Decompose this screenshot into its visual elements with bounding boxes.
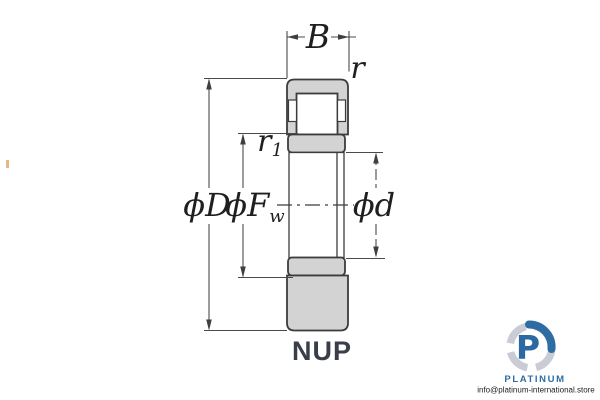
label-bore-diameter: ϕd (353, 186, 395, 224)
platinum-logo: P PLATINUM info@platinum-international.s… (477, 320, 595, 395)
dimension-B (286, 31, 356, 78)
logo-swirl-gray (506, 322, 556, 372)
dimension-phiFw (238, 132, 298, 279)
label-width-B: B (305, 17, 330, 56)
dimension-phid (346, 151, 385, 260)
arrow-phid-bottom (373, 246, 379, 258)
label-raceway-diameter: ϕFw (225, 186, 285, 227)
arrow-B-right (338, 34, 349, 40)
arrow-phiFw-bottom (240, 266, 246, 278)
outer-ring-bottom (286, 274, 349, 332)
dimension-phiD (204, 77, 287, 332)
arrow-phiFw-top (240, 133, 246, 145)
arrow-phiD-top (206, 78, 212, 90)
arrow-phid-top (373, 152, 379, 164)
label-outer-diameter: ϕD (183, 186, 230, 224)
inner-ring-bottom (287, 256, 346, 277)
arrow-B-left (287, 34, 298, 40)
brand-name: PLATINUM (504, 374, 565, 385)
type-code-label: NUP (292, 336, 352, 366)
label-outer-radius-r: r (350, 51, 366, 86)
logo-swirl-blue (525, 320, 556, 353)
inner-ring-top (287, 133, 346, 154)
roller-top (295, 92, 339, 136)
label-inner-radius-r1: r1 (257, 124, 283, 161)
cage-window-top-left (287, 99, 298, 123)
cage-window-top-right (336, 99, 347, 123)
arrow-phiD-bottom (206, 319, 212, 331)
logo-letter-p: P (516, 328, 540, 367)
brand-email: info@platinum-international.store (477, 386, 595, 395)
artifact-mark (6, 160, 9, 168)
